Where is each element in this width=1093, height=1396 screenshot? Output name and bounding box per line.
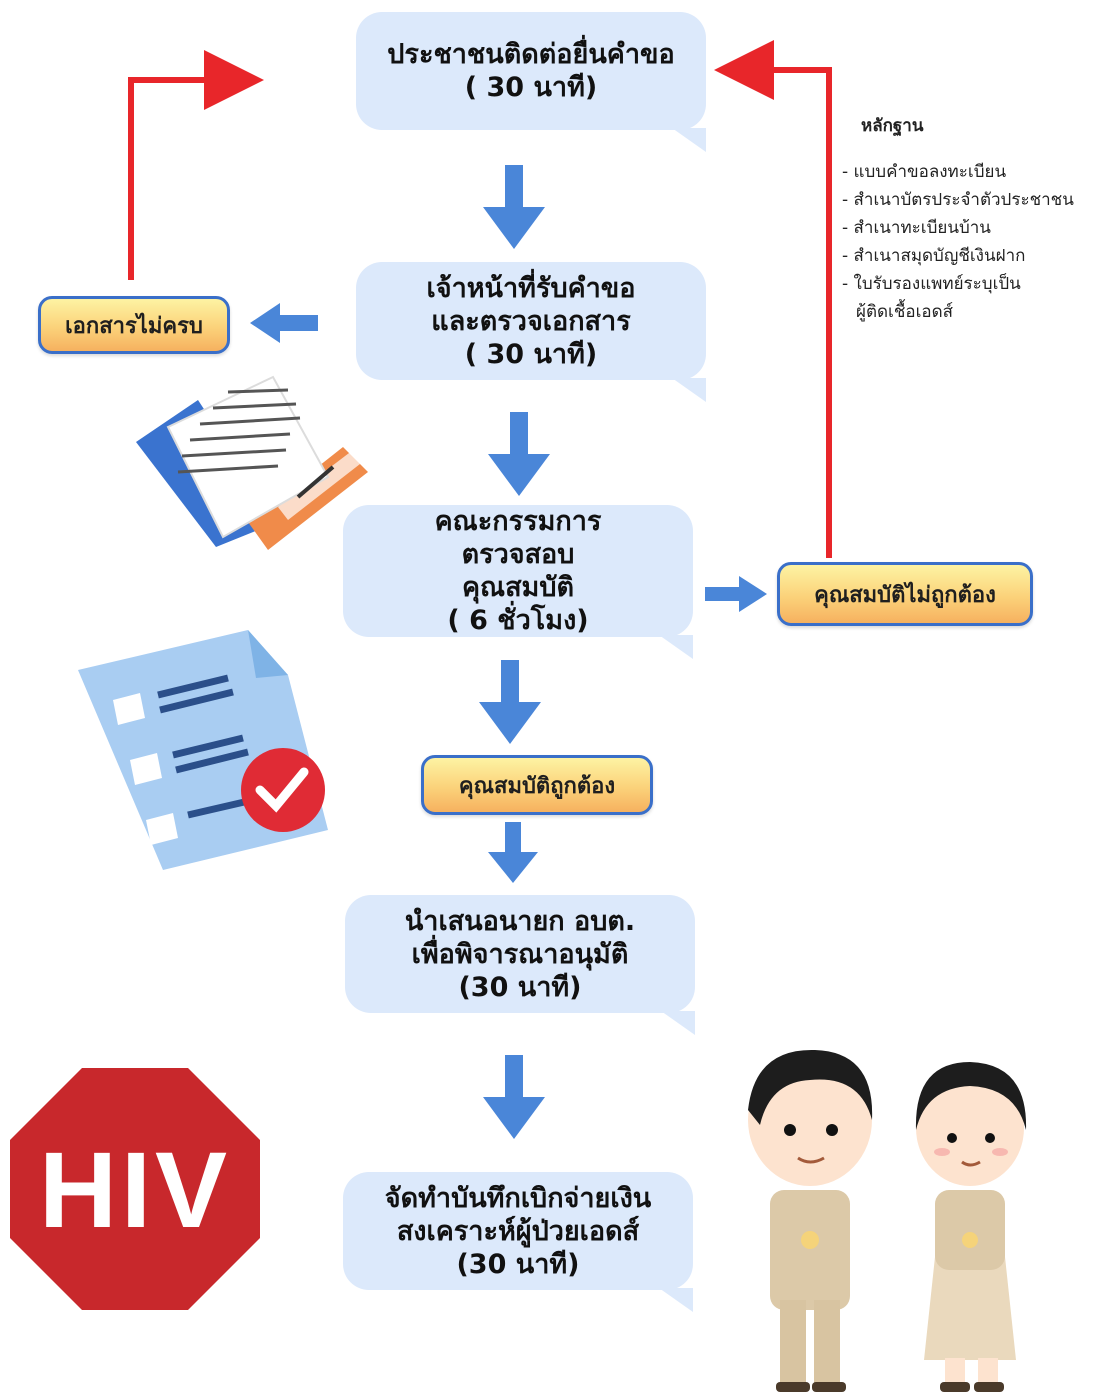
step-line: เพื่อพิจารณาอนุมัติ	[411, 938, 629, 970]
step-line: คุณสมบัติ	[461, 572, 575, 603]
evidence-title: หลักฐาน	[861, 116, 924, 136]
hiv-stop-sign	[10, 1068, 260, 1310]
down-arrow-1	[483, 165, 545, 249]
evidence-item: - ใบรับรองแพทย์ระบุเป็น	[842, 274, 1021, 294]
step-disburse-payment: จัดทำบันทึกเบิกจ่ายเงิน สงเคราะห์ผู้ป่วย…	[343, 1172, 693, 1312]
bubble-tail	[672, 378, 706, 402]
step-line: ประชาชนติดต่อยื่นคำขอ	[387, 39, 675, 70]
tag-not-qualified: คุณสมบัติไม่ถูกต้อง	[777, 562, 1033, 626]
bubble-tail	[672, 128, 706, 152]
male-official	[748, 1049, 873, 1392]
officials-illustration	[748, 1049, 1027, 1392]
red-return-arrow-left	[128, 50, 264, 280]
evidence-item: - แบบคำขอลงทะเบียน	[842, 162, 1007, 182]
checklist-illustration	[78, 630, 328, 870]
down-arrow-4	[488, 822, 538, 883]
down-arrow-3	[479, 660, 541, 744]
evidence-item: - สำเนาทะเบียนบ้าน	[842, 218, 991, 238]
down-arrow-2	[488, 412, 550, 496]
documents-illustration	[136, 375, 368, 550]
step-line: เจ้าหน้าที่รับคำขอ	[426, 272, 636, 304]
down-arrow-5	[483, 1055, 545, 1139]
step-line: สงเคราะห์ผู้ป่วยเอดส์	[396, 1215, 640, 1247]
evidence-item: - สำเนาสมุดบัญชีเงินฝาก	[842, 246, 1026, 266]
step-duration: (30 นาที)	[458, 971, 582, 1003]
evidence-item: ผู้ติดเชื้อเอดส์	[856, 302, 954, 322]
step-committee-review: คณะกรรมการ ตรวจสอบ คุณสมบัติ ( 6 ชั่วโมง…	[343, 505, 693, 659]
step-line: จัดทำบันทึกเบิกจ่ายเงิน	[384, 1182, 652, 1214]
evidence-list: - แบบคำขอลงทะเบียน - สำเนาบัตรประจำตัวปร…	[842, 158, 1074, 326]
step-propose-approval: นำเสนอนายก อบต. เพื่อพิจารณาอนุมัติ (30 …	[345, 895, 695, 1035]
step-line: และตรวจเอกสาร	[431, 305, 631, 337]
bubble-tail	[659, 635, 693, 659]
step-duration: (30 นาที)	[456, 1248, 580, 1280]
red-return-arrow-right	[714, 40, 832, 558]
hiv-sign-text: HIV	[38, 1128, 232, 1250]
evidence-item: - สำเนาบัตรประจำตัวประชาชน	[842, 190, 1074, 210]
step-duration: ( 6 ชั่วโมง)	[447, 605, 589, 636]
left-arrow-incomplete	[250, 303, 318, 343]
right-arrow-not-qualified	[705, 576, 767, 612]
bubble-tail	[661, 1011, 695, 1035]
female-official	[915, 1062, 1027, 1392]
step-duration: ( 30 นาที)	[464, 338, 598, 370]
bubble-tail	[659, 1288, 693, 1312]
step-line: นำเสนอนายก อบต.	[404, 905, 636, 937]
tag-incomplete-documents: เอกสารไม่ครบ	[38, 296, 230, 354]
step-submit-request: ประชาชนติดต่อยื่นคำขอ ( 30 นาที)	[356, 12, 706, 152]
tag-qualified: คุณสมบัติถูกต้อง	[421, 755, 653, 815]
step-receive-and-check: เจ้าหน้าที่รับคำขอ และตรวจเอกสาร ( 30 นา…	[356, 262, 706, 402]
step-line: ตรวจสอบ	[461, 539, 575, 570]
step-line: คณะกรรมการ	[434, 506, 602, 537]
step-duration: ( 30 นาที)	[464, 72, 598, 103]
